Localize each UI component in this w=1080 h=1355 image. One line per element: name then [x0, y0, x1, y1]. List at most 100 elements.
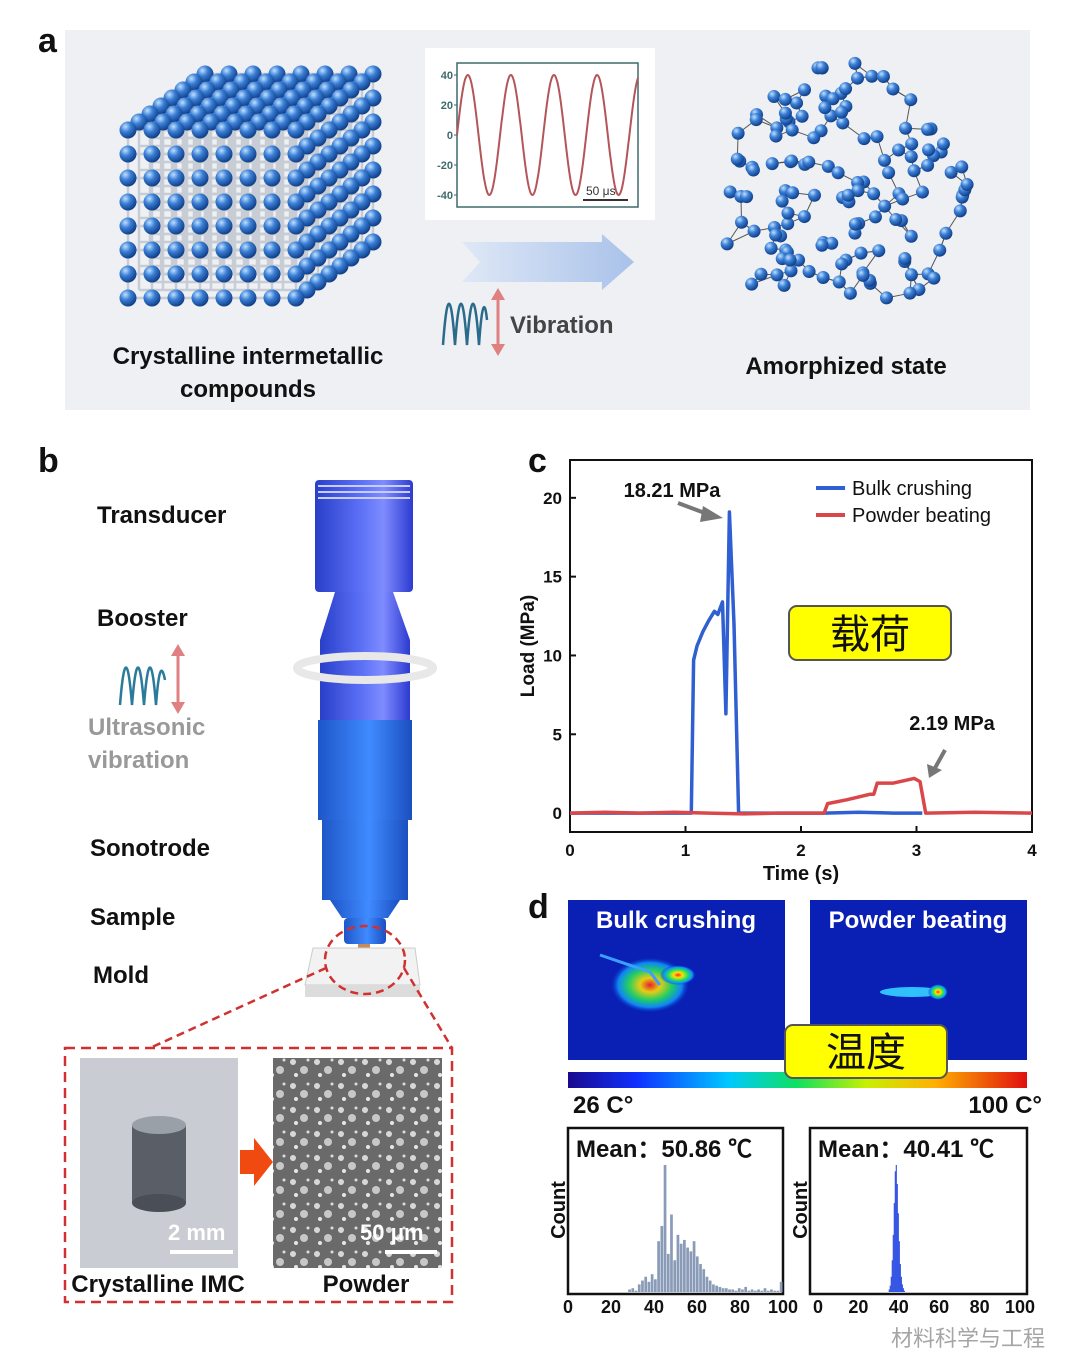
histogram-bar: [692, 1241, 696, 1292]
histogram-bar: [660, 1225, 664, 1292]
histogram-bar: [634, 1290, 638, 1292]
x-tick-label: 4: [1027, 841, 1037, 860]
lattice-atom: [143, 217, 161, 235]
vibration-wave-icon: [441, 302, 489, 346]
lattice-atom: [239, 289, 257, 307]
label-ultrasonic-line1: Ultrasonic: [88, 714, 205, 741]
network-atom: [854, 246, 868, 260]
histogram-x-tick-label: 20: [601, 1297, 621, 1317]
lattice-atom: [263, 241, 281, 259]
lattice-atom: [167, 241, 185, 259]
histogram-bar: [676, 1234, 680, 1292]
histogram-bar: [683, 1239, 686, 1292]
network-atom: [781, 206, 795, 220]
annotation-powder-arrow-icon: [927, 749, 947, 778]
network-atom: [856, 268, 870, 282]
histogram-bar: [721, 1288, 725, 1292]
histogram-x-tick-label: 80: [730, 1297, 750, 1317]
lattice-atom: [215, 241, 233, 259]
histogram-bar: [641, 1280, 644, 1292]
lattice-atom: [263, 289, 281, 307]
histogram-bar: [773, 1290, 777, 1292]
imc-caption: Crystalline IMC: [71, 1271, 244, 1298]
y-tick-label: 10: [543, 646, 562, 665]
histogram-powder-ylabel: Count: [790, 1181, 812, 1239]
histogram-bar: [895, 1165, 897, 1292]
histogram-bar: [715, 1285, 718, 1292]
annotation-bulk-peak: 18.21 MPa: [624, 480, 722, 502]
histogram-bar: [647, 1281, 651, 1292]
load-badge-text: 载荷: [830, 612, 910, 658]
network-atom: [735, 215, 749, 229]
network-atom: [922, 143, 936, 157]
network-atom: [831, 166, 845, 180]
network-atom: [818, 101, 832, 115]
lattice-atom: [143, 145, 161, 163]
histogram-bar: [731, 1289, 735, 1292]
panel-b-label: b: [38, 442, 59, 480]
network-atom: [955, 160, 969, 174]
histogram-bar: [898, 1241, 900, 1292]
panel-a-label: a: [38, 22, 58, 60]
network-atom: [904, 268, 918, 282]
panel-c-label: c: [528, 442, 547, 480]
lattice-atom: [119, 241, 137, 259]
lattice-atom: [239, 265, 257, 283]
x-tick-label: 2: [796, 841, 805, 860]
histogram-powder-mean: Mean：40.41 ℃: [818, 1136, 994, 1163]
histogram-bar: [705, 1276, 709, 1292]
network-atom: [839, 82, 853, 96]
histogram-bar: [708, 1280, 712, 1292]
transform-arrow-icon: [240, 1138, 273, 1186]
histogram-bar: [670, 1214, 673, 1292]
network-atom: [786, 186, 800, 200]
network-atom: [939, 226, 953, 240]
network-atom: [821, 159, 835, 173]
histogram-bar: [686, 1247, 689, 1292]
load-chart-xlabel: Time (s): [763, 863, 839, 885]
lattice-atom: [287, 193, 305, 211]
network-atom: [769, 228, 783, 242]
histogram-bar: [903, 1290, 905, 1292]
histogram-bar: [899, 1264, 901, 1292]
histogram-bar: [712, 1284, 715, 1292]
powder-caption: Powder: [323, 1271, 410, 1298]
lattice-atom: [215, 265, 233, 283]
lattice-atom: [263, 145, 281, 163]
network-atom: [879, 291, 893, 305]
network-atom: [905, 137, 919, 151]
network-atom: [944, 165, 958, 179]
lattice-atom: [215, 121, 233, 139]
histogram-bar: [889, 1285, 891, 1292]
network-atom: [904, 229, 918, 243]
crystalline-lattice-illustration: [119, 65, 382, 307]
network-atom: [835, 105, 849, 119]
histogram-bar: [901, 1284, 903, 1292]
histogram-bar: [747, 1290, 751, 1292]
network-atom: [882, 166, 896, 180]
y-tick-label: 0: [553, 804, 562, 823]
lattice-atom: [119, 193, 137, 211]
inset-tick-label: 40: [441, 70, 453, 82]
lattice-atom: [143, 289, 161, 307]
histogram-x-tick-label: 80: [970, 1297, 990, 1317]
load-badge: [788, 605, 952, 661]
network-atom: [904, 150, 918, 164]
histogram-bar: [737, 1288, 741, 1292]
network-atom: [896, 192, 910, 206]
network-atom: [960, 178, 974, 192]
booster-ring: [293, 652, 437, 684]
histogram-bar: [894, 1171, 896, 1292]
network-atom: [778, 106, 792, 120]
histogram-bar: [631, 1288, 635, 1292]
lattice-atom: [287, 265, 305, 283]
lattice-atom: [215, 289, 233, 307]
network-atom: [802, 155, 816, 169]
network-atom: [785, 154, 799, 168]
zoom-detail-box: [63, 1046, 454, 1304]
lattice-atom: [143, 169, 161, 187]
